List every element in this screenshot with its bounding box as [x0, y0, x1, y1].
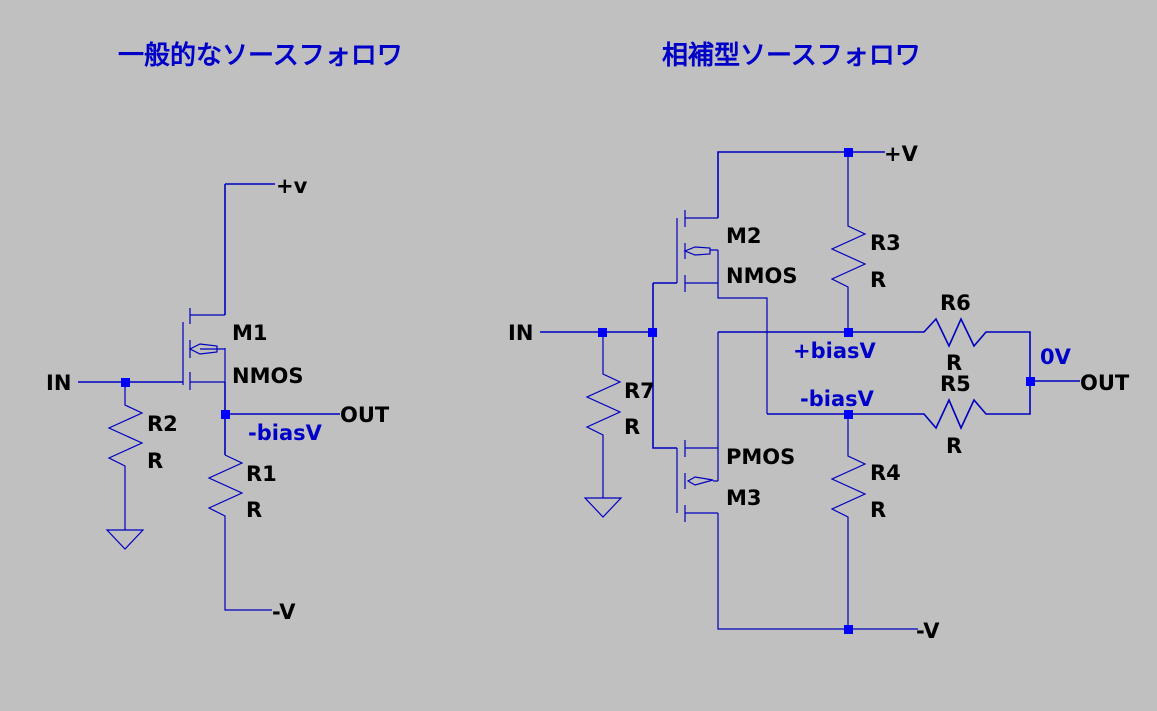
- r7-name: R7: [624, 379, 655, 403]
- left-in-label: IN: [46, 371, 71, 395]
- wire-bias-network[interactable]: [718, 317, 1031, 430]
- m3-to-neg-rail: [717, 513, 918, 630]
- resistor-r1[interactable]: [207, 454, 272, 611]
- r4-value: R: [870, 498, 886, 522]
- right-neg-supply: -V: [916, 619, 940, 643]
- node-left-out[interactable]: [221, 410, 230, 419]
- wire-right-top[interactable]: [717, 151, 885, 218]
- m1-drain-source: [190, 314, 226, 383]
- ground-icon: [583, 497, 623, 518]
- net-pos-bias: +biasV: [793, 339, 876, 363]
- right-circuit: +V R3 R M2 NMOS PMOS M3 IN R7: [508, 142, 1130, 643]
- node-right-gate[interactable]: [648, 328, 657, 337]
- r4-name: R4: [870, 461, 901, 485]
- right-out-label: OUT: [1080, 371, 1130, 395]
- r1-value: R: [246, 498, 262, 522]
- resistor-r4[interactable]: [830, 414, 867, 629]
- ground-icon: [105, 529, 145, 550]
- r3-value: R: [870, 268, 886, 292]
- resistor-r7[interactable]: [585, 332, 622, 498]
- m2-label: M2: [726, 224, 762, 248]
- wire-left-supply[interactable]: [224, 183, 275, 315]
- left-pos-supply: +v: [276, 174, 308, 198]
- right-title: 相補型ソースフォロワ: [662, 41, 921, 71]
- r2-name: R2: [147, 412, 178, 436]
- m1-type: NMOS: [232, 364, 303, 388]
- net-out: 0V: [1040, 345, 1072, 369]
- m2-type: NMOS: [726, 264, 797, 288]
- r6-value: R: [946, 351, 962, 375]
- r5-value: R: [946, 434, 962, 458]
- m3-type: PMOS: [726, 445, 795, 469]
- resistor-r3[interactable]: [830, 152, 867, 332]
- m3-body-arrow: [686, 476, 718, 486]
- node-pos-bias[interactable]: [844, 328, 853, 337]
- right-pos-supply: +V: [884, 142, 919, 166]
- left-circuit: M1 NMOS IN R2 R OUT -biasV +v R1 R -V: [46, 174, 390, 624]
- left-net-bias: -biasV: [248, 421, 323, 445]
- transistor-m2[interactable]: [676, 210, 768, 414]
- right-in-label: IN: [508, 321, 533, 345]
- node-right-neg[interactable]: [844, 625, 853, 634]
- m3-label: M3: [726, 486, 762, 510]
- node-right-out[interactable]: [1026, 377, 1035, 386]
- m1-body-arrow: [188, 343, 225, 355]
- left-neg-supply: -V: [272, 600, 296, 624]
- r7-value: R: [624, 415, 640, 439]
- r5-name: R5: [940, 372, 971, 396]
- m2-drain-source: [685, 217, 768, 414]
- m2-body-arrow: [683, 246, 718, 256]
- transistor-m1[interactable]: [182, 308, 226, 390]
- r6-name: R6: [940, 291, 971, 315]
- resistor-r2[interactable]: [107, 382, 144, 530]
- m1-label: M1: [232, 321, 268, 345]
- r3-name: R3: [870, 231, 901, 255]
- left-title: 一般的なソースフォロワ: [118, 40, 403, 71]
- r2-value: R: [147, 449, 163, 473]
- r1-name: R1: [246, 462, 277, 486]
- wire-right-in[interactable]: [540, 282, 677, 449]
- left-out-label: OUT: [340, 403, 390, 427]
- net-neg-bias: -biasV: [800, 387, 875, 411]
- m3-source-drain: [685, 332, 719, 514]
